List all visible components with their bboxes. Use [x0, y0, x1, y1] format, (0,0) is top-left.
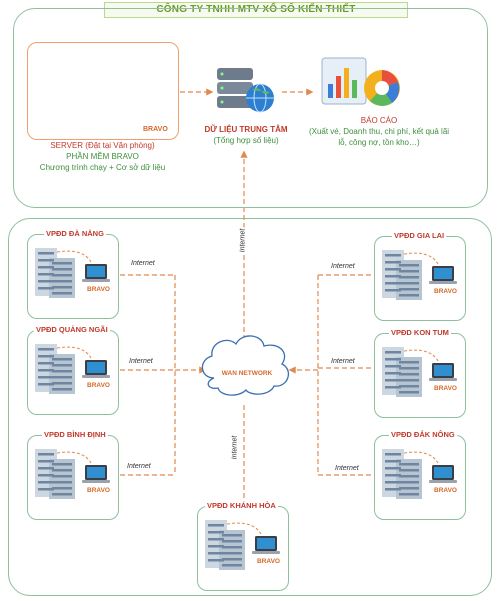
office-label: VPĐD QUẢNG NGÃI: [34, 325, 110, 334]
office-building-icon: [382, 250, 422, 300]
server-caption: SERVER (Đặt tại Văn phòng) PHẦN MỀM BRAV…: [10, 140, 195, 173]
software-description: Chương trình chạy + Cơ sở dữ liệu: [39, 163, 166, 172]
laptop-icon: [82, 360, 110, 378]
datacenter-title: DỮ LIỆU TRUNG TÂM: [204, 125, 288, 134]
headquarters-region: [13, 8, 488, 208]
bravo-logo: BRAVO: [434, 288, 457, 295]
office-building-icon: [205, 520, 245, 570]
office-label: VPĐD KON TUM: [389, 328, 451, 337]
sync-arrow: [56, 451, 92, 464]
datacenter-caption: DỮ LIỆU TRUNG TÂM (Tổng hợp số liệu): [196, 124, 296, 146]
internet-label: Internet: [126, 463, 152, 470]
server-title: SERVER (Đặt tại Văn phòng): [50, 141, 155, 150]
report-title: BÁO CÁO: [360, 116, 398, 125]
internet-label: Internet: [128, 358, 154, 365]
laptop-icon: [82, 465, 110, 483]
branch-offices-region: [8, 218, 492, 596]
report-detail: (Xuất vé, Doanh thu, chi phí, kết quả lã…: [308, 127, 450, 147]
report-chart-icon: [321, 57, 400, 106]
bravo-logo: BRAVO: [87, 487, 110, 494]
globe-icon: [246, 83, 274, 113]
sync-arrow: [403, 349, 439, 362]
database-server-icon: [217, 68, 253, 108]
office-building-icon: [382, 347, 422, 397]
internet-label: Internet: [334, 465, 360, 472]
company-title: CÔNG TY TNHH MTV XỔ SỐ KIẾN THIẾT: [104, 2, 408, 18]
office-building-icon: [35, 344, 75, 394]
wan-cloud-icon: [201, 335, 290, 396]
laptop-icon: [82, 264, 110, 282]
sync-arrow: [56, 250, 92, 263]
office-building-icon: [382, 449, 422, 499]
bravo-logo: BRAVO: [434, 487, 457, 494]
datacenter-subtitle: (Tổng hợp số liệu): [213, 136, 279, 145]
bravo-logo: BRAVO: [257, 558, 280, 565]
sync-arrow: [226, 522, 262, 535]
office-building-icon: [35, 248, 75, 298]
internet-label: Internet: [330, 358, 356, 365]
office-label: VPĐD ĐẮK NÔNG: [389, 430, 457, 439]
software-name: PHẦN MỀM BRAVO: [66, 152, 139, 161]
laptop-icon: [429, 363, 457, 381]
server-panel: [27, 42, 179, 140]
office-label: VPĐD ĐÀ NẴNG: [44, 229, 106, 238]
internet-label: Internet: [130, 260, 156, 267]
office-label: VPĐD KHÁNH HÒA: [205, 501, 278, 510]
sync-arrow: [56, 346, 92, 359]
laptop-icon: [252, 536, 280, 554]
internet-label: Internet: [330, 263, 356, 270]
sync-arrow: [403, 451, 439, 464]
wan-network-label: WAN NETWORK: [221, 370, 273, 377]
laptop-icon: [429, 465, 457, 483]
bravo-logo: BRAVO: [143, 126, 168, 133]
report-caption: BÁO CÁO (Xuất vé, Doanh thu, chi phí, kế…: [305, 115, 453, 148]
bravo-logo: BRAVO: [87, 382, 110, 389]
bravo-logo: BRAVO: [434, 385, 457, 392]
office-label: VPĐD BÌNH ĐỊNH: [42, 430, 108, 439]
sync-arrow: [403, 252, 439, 265]
office-building-icon: [35, 449, 75, 499]
office-label: VPĐD GIA LAI: [392, 231, 447, 240]
laptop-icon: [429, 266, 457, 284]
bravo-logo: BRAVO: [87, 286, 110, 293]
